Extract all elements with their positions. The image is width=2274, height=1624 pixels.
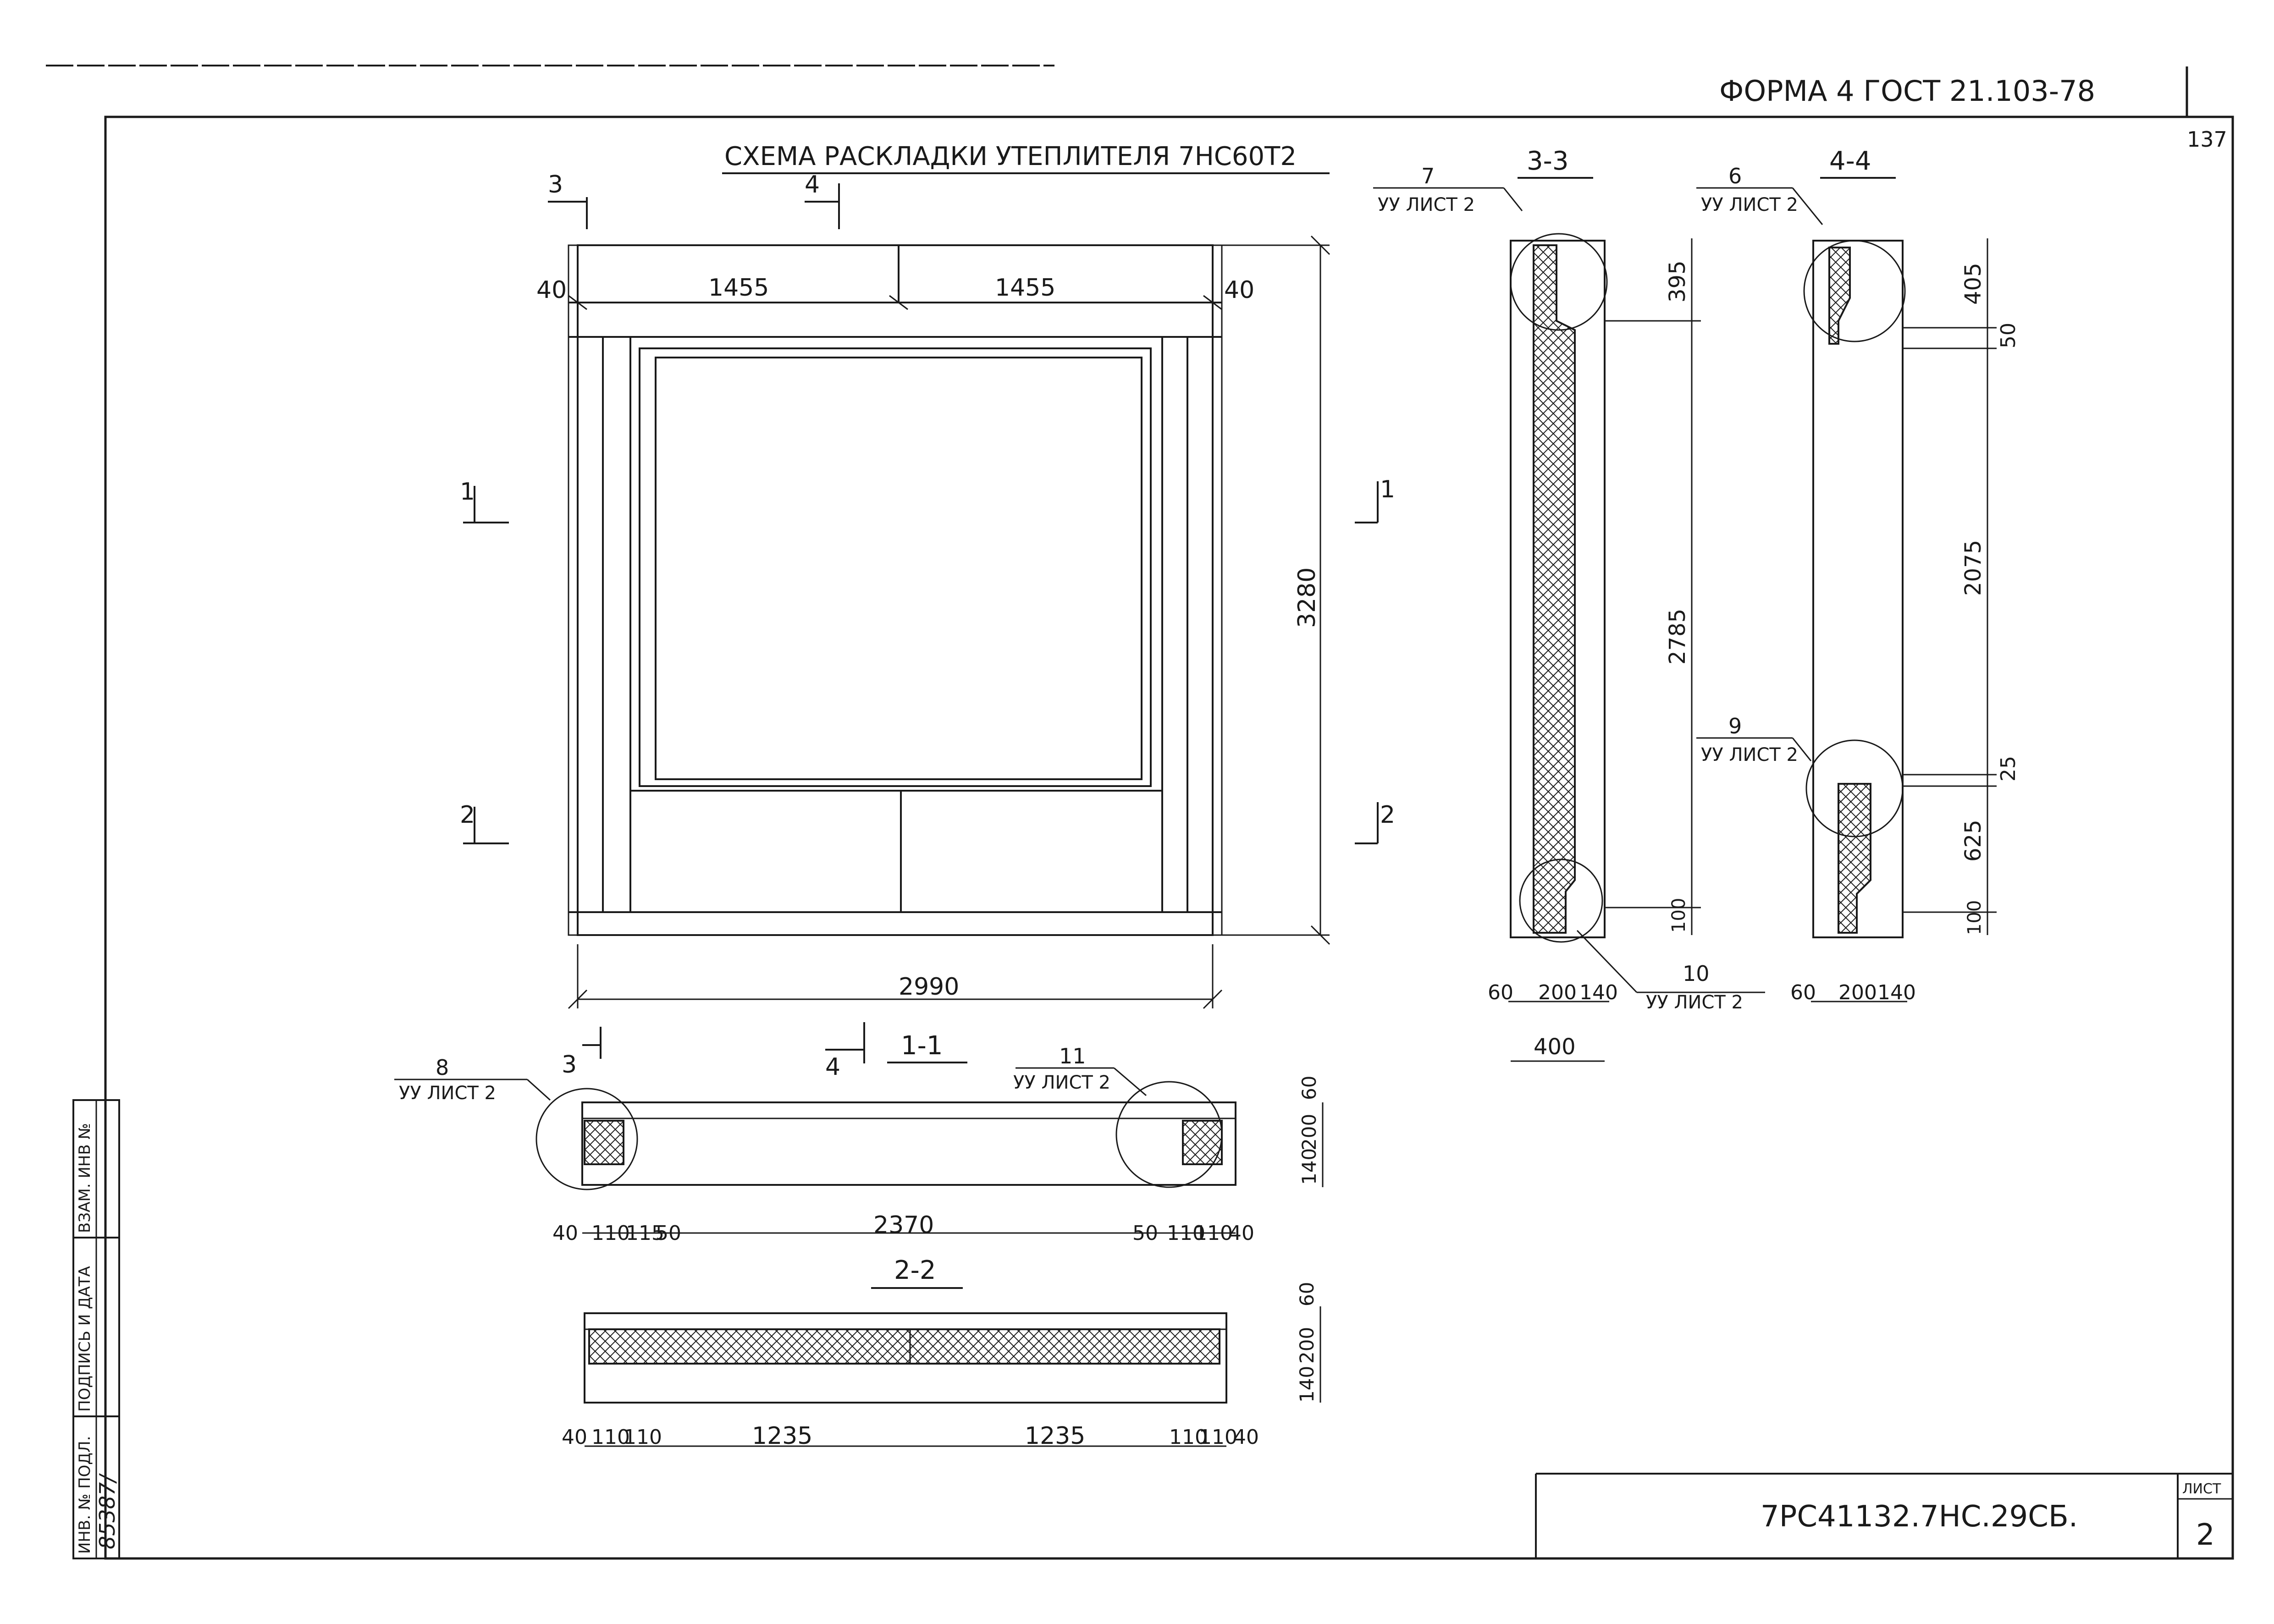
sheet-frame	[46, 65, 2234, 1560]
cut-mark-4-top: 4	[805, 171, 820, 198]
stamp-inventory-number: 85387/	[95, 1473, 120, 1549]
s33-dim-1: 60	[1488, 981, 1513, 1004]
sheet-label: ЛИСТ	[2182, 1481, 2221, 1497]
s11-dim-6: 50	[1132, 1222, 1158, 1245]
s33-rdim-1: 395	[1665, 260, 1690, 303]
s33-rdim-2: 2785	[1665, 609, 1690, 665]
callout-8-number: 8	[436, 1055, 449, 1080]
dim-width: 2990	[899, 973, 959, 1001]
dim-half-left: 1455	[708, 274, 769, 302]
stamp-replace-label: ВЗАМ. ИНВ №	[76, 1123, 94, 1233]
callout-11-number: 11	[1059, 1044, 1086, 1068]
s22-rdim-2: 200	[1296, 1327, 1318, 1364]
dim-half-right: 1455	[995, 274, 1055, 302]
page-number: 137	[2187, 127, 2227, 152]
callout-7-number: 7	[1421, 164, 1435, 188]
callout-6-number: 6	[1728, 164, 1742, 188]
section-4-4-title: 4-4	[1829, 146, 1871, 176]
cut-mark-2-left: 2	[460, 801, 475, 829]
s11-rdim-2: 200	[1298, 1114, 1320, 1151]
side-stamp: ИНВ. № ПОДЛ. ПОДПИСЬ И ДАТА ВЗАМ. ИНВ № …	[72, 1099, 120, 1559]
s33-total-width: 400	[1534, 1034, 1576, 1060]
main-top-dims	[568, 295, 1222, 310]
main-elevation: СХЕМА РАСКЛАДКИ УТЕПЛИТЕЛЯ 7НС60Т2 40 14…	[460, 142, 1395, 1081]
s44-rdim-1: 405	[1960, 263, 1986, 305]
s22-dim-2: 110	[591, 1426, 630, 1449]
panel-outline	[568, 244, 1223, 936]
s22-dim-3: 110	[624, 1426, 662, 1449]
s11-dim-3: 115	[626, 1222, 664, 1245]
s22-dim-6: 110	[1169, 1426, 1208, 1449]
dim-edge-right: 40	[1224, 276, 1254, 304]
s44-rdim-5: 625	[1960, 820, 1986, 862]
callout-11-ref: УУ ЛИСТ 2	[1013, 1072, 1110, 1093]
s44-dim-2: 200	[1838, 981, 1877, 1004]
s11-dim-2: 110	[591, 1222, 630, 1245]
cut-mark-3-top: 3	[548, 171, 563, 198]
s44-rdim-2: 50	[1997, 323, 2020, 348]
s22-dim-1: 40	[562, 1426, 587, 1449]
section-4-4: 4-4 6 УУ ЛИСТ 2 9 УУ ЛИСТ 2 405 50 2075 …	[1696, 146, 2020, 1004]
s44-dim-3: 140	[1877, 981, 1916, 1004]
callout-10-ref: УУ ЛИСТ 2	[1646, 992, 1743, 1013]
section-1-1: 1-1 8 УУ ЛИСТ 2 11 УУ ЛИСТ 2 40 110 115 …	[394, 1031, 1324, 1245]
dim-edge-left: 40	[536, 276, 567, 304]
s44-rdim-3: 2075	[1960, 540, 1986, 596]
cut-mark-1-right: 1	[1380, 476, 1395, 503]
drawing-designation: 7РС41132.7НС.29СБ.	[1761, 1500, 2078, 1534]
section-2-2: 2-2 40 110 110 1235 1235 110 110 40 60 2…	[562, 1255, 1321, 1450]
section-3-3: 3-3 7 УУ ЛИСТ 2 10 УУ ЛИСТ 2 395 2785 10…	[1373, 146, 1765, 1062]
sheet-number: 2	[2196, 1518, 2215, 1552]
s33-rdim-3: 100	[1668, 898, 1689, 933]
s11-dim-4: 50	[656, 1222, 681, 1245]
callout-7-ref: УУ ЛИСТ 2	[1378, 194, 1475, 215]
title-block: 7РС41132.7НС.29СБ. ЛИСТ 2	[1535, 1473, 2233, 1558]
s22-dim-4: 1235	[752, 1422, 812, 1450]
stamp-inv-label: ИНВ. № ПОДЛ.	[76, 1436, 94, 1554]
s22-dim-7: 110	[1199, 1426, 1237, 1449]
stamp-signature-label: ПОДПИСЬ И ДАТА	[76, 1266, 94, 1412]
form-label: ФОРМА 4 ГОСТ 21.103-78	[1719, 74, 2095, 108]
callout-9-ref: УУ ЛИСТ 2	[1701, 744, 1798, 765]
cut-mark-1-left: 1	[460, 478, 475, 506]
s22-dim-5: 1235	[1025, 1422, 1085, 1450]
main-width-dim	[568, 944, 1223, 1009]
s33-dim-2: 200	[1538, 981, 1577, 1004]
s11-dim-7: 110	[1167, 1222, 1205, 1245]
dim-height: 3280	[1293, 567, 1321, 628]
s44-dim-1: 60	[1790, 981, 1816, 1004]
section-1-1-title: 1-1	[901, 1031, 943, 1061]
section-2-2-title: 2-2	[894, 1255, 936, 1285]
s22-rdim-3: 140	[1296, 1366, 1318, 1403]
section-3-3-title: 3-3	[1527, 146, 1568, 176]
cut-marks	[463, 183, 1379, 1063]
cut-mark-4-bottom: 4	[825, 1053, 840, 1081]
callout-9-number: 9	[1728, 714, 1742, 738]
s44-rdim-6: 100	[1964, 900, 1985, 935]
s11-rdim-1: 60	[1298, 1076, 1320, 1100]
s11-dim-9: 40	[1229, 1222, 1254, 1245]
callout-6-ref: УУ ЛИСТ 2	[1701, 194, 1798, 215]
s11-rdim-3: 140	[1298, 1148, 1320, 1185]
callout-8-ref: УУ ЛИСТ 2	[399, 1083, 496, 1104]
s33-dim-3: 140	[1579, 981, 1618, 1004]
s11-dim-1: 40	[552, 1222, 578, 1245]
callout-10-number: 10	[1683, 961, 1710, 986]
s22-rdim-1: 60	[1296, 1282, 1318, 1306]
s22-dim-8: 40	[1233, 1426, 1259, 1449]
s44-rdim-4: 25	[1997, 756, 2020, 782]
cut-mark-2-right: 2	[1380, 801, 1395, 829]
main-title: СХЕМА РАСКЛАДКИ УТЕПЛИТЕЛЯ 7НС60Т2	[724, 142, 1297, 171]
cut-mark-3-bottom: 3	[562, 1051, 577, 1079]
main-height-dim	[1213, 235, 1330, 945]
s11-dim-8: 110	[1194, 1222, 1233, 1245]
s11-dim-5: 2370	[873, 1211, 934, 1239]
